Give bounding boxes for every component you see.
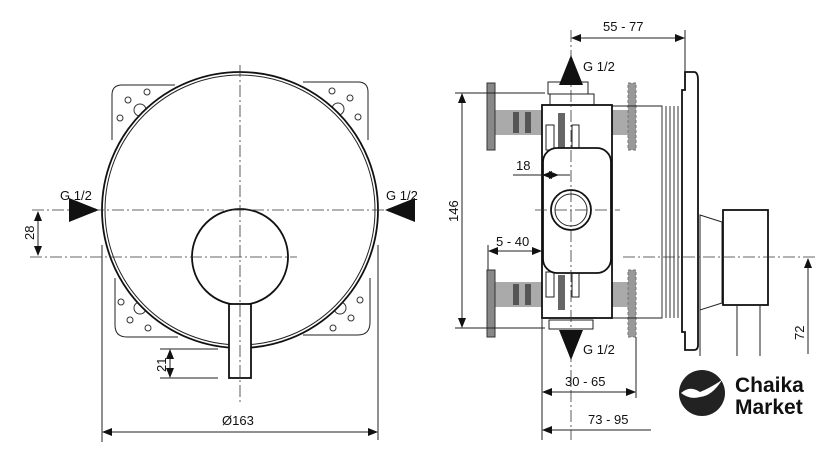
lever-height-dim: 72 <box>792 326 807 340</box>
cover-plate-side <box>681 71 699 351</box>
front-view: G 1/2 G 1/2 28 21 Ø163 <box>22 65 418 442</box>
handle-side <box>722 209 769 306</box>
depth-total-dim: 73 - 95 <box>588 412 628 427</box>
outlet-bottom-label: G 1/2 <box>583 342 615 357</box>
side-view: G 1/2 G 1/2 55 - 77 146 18 5 - 40 30 - 6… <box>446 19 815 440</box>
logo-line2: Market <box>735 396 803 419</box>
inlet-offset-dim: 18 <box>516 158 530 173</box>
height-dim: 146 <box>446 200 461 222</box>
threads <box>661 106 679 318</box>
inlet-right-label: G 1/2 <box>386 188 418 203</box>
outlet-top-label: G 1/2 <box>583 59 615 74</box>
chaika-market-logo: Chaika Market <box>679 370 804 419</box>
mounting-brackets <box>111 81 371 338</box>
logo-line1: Chaika <box>735 374 804 397</box>
depth-mid-dim: 30 - 65 <box>565 374 605 389</box>
diameter-dim: Ø163 <box>222 413 254 428</box>
inlet-left-label: G 1/2 <box>60 188 92 203</box>
range-dim: 5 - 40 <box>496 234 529 249</box>
depth-top-dim: 55 - 77 <box>603 19 643 34</box>
lever-dim: 21 <box>154 358 169 372</box>
offset-dim: 28 <box>22 226 37 240</box>
